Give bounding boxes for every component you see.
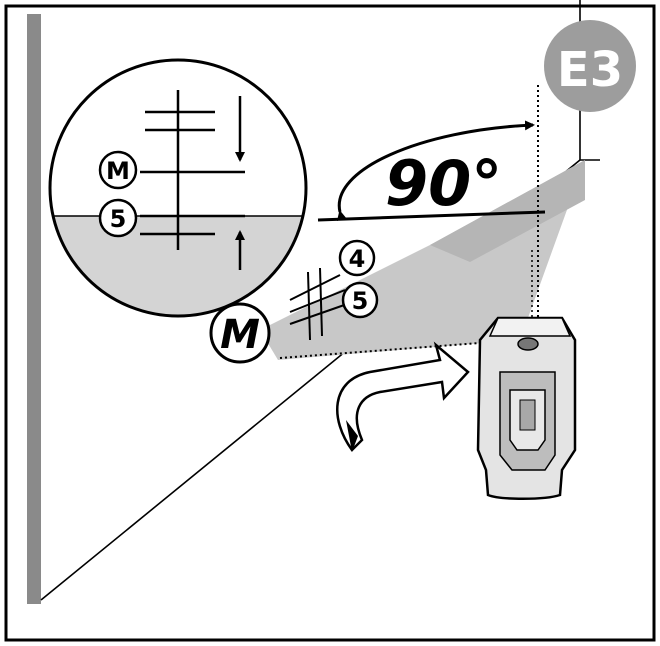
svg-text:4: 4 <box>349 245 366 273</box>
svg-text:E3: E3 <box>557 42 623 98</box>
rotate-arrow-icon <box>336 341 470 452</box>
step-badge-icon: E3 <box>544 20 636 112</box>
wall-strip <box>27 14 41 604</box>
svg-text:M: M <box>106 157 130 185</box>
zoom-label-5: 5 <box>98 198 138 238</box>
laser-level-device-icon <box>476 316 577 500</box>
beam-label-4: 4 <box>338 239 376 277</box>
angle-base-line <box>317 210 546 222</box>
magnifier-circle-icon <box>48 58 308 318</box>
beam-label-5: 5 <box>341 281 379 319</box>
svg-text:M: M <box>220 312 260 358</box>
beam-ticks <box>289 267 351 341</box>
angle-arc <box>336 120 535 221</box>
beam-label-m: M <box>209 302 271 364</box>
zoom-label-m: M <box>98 150 138 190</box>
svg-text:5: 5 <box>110 205 127 233</box>
svg-text:5: 5 <box>352 287 369 315</box>
angle-label: 90° <box>385 147 502 220</box>
